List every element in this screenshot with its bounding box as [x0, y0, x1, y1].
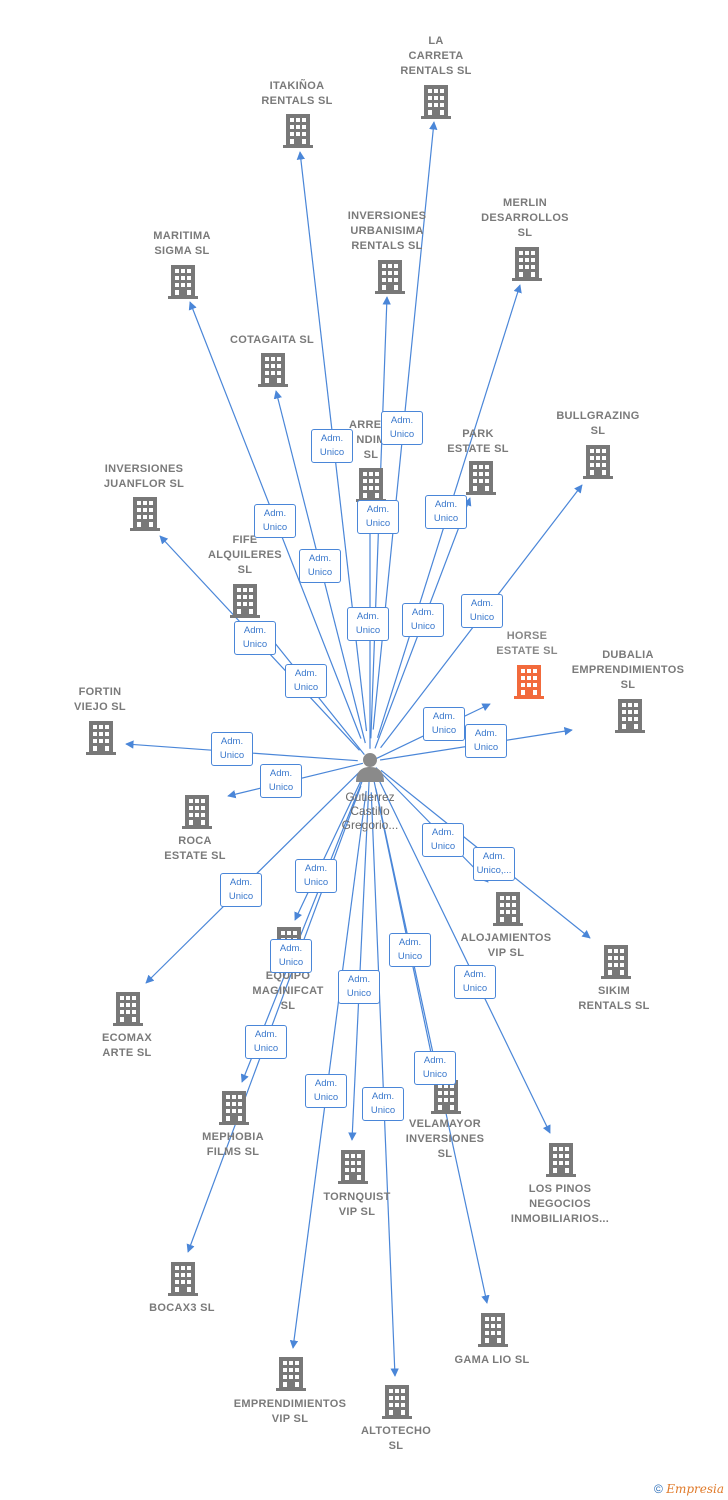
node-label-alojamientos-vip[interactable]: ALOJAMIENTOS VIP SL — [460, 932, 552, 959]
node-label-equipo-maginifcat[interactable]: EQUIPO MAGINIFCAT SL — [252, 970, 324, 1012]
node-label-horse-estate[interactable]: HORSE ESTATE SL — [496, 630, 558, 657]
building-icon[interactable] — [466, 461, 496, 495]
building-icon[interactable] — [478, 1313, 508, 1347]
edge-gama-lio — [375, 788, 490, 1304]
node-label-merlin-desarrollos[interactable]: MERLIN DESARROLLOS SL — [481, 197, 569, 239]
center-person-name[interactable]: Gutierrez Castillo Gregorio... — [341, 790, 399, 832]
building-icon[interactable] — [514, 665, 544, 699]
edge-equipo-maginifcat — [294, 769, 367, 921]
edge-label-fortin-viejo[interactable]: Adm. Unico — [211, 732, 253, 766]
node-label-ecomax-arte[interactable]: ECOMAX ARTE SL — [101, 1032, 153, 1059]
edge-label-inversiones-juanflor[interactable]: Adm. Unico — [234, 621, 276, 655]
edge-altotecho — [370, 792, 399, 1377]
edge-label-inversiones-urbanisima-rentals[interactable]: Adm. Unico — [357, 500, 399, 534]
node-label-park-estate[interactable]: PARK ESTATE SL — [447, 428, 509, 455]
node-label-la-carreta-rentals[interactable]: LA CARRETA RENTALS SL — [400, 35, 472, 77]
edge-label-gama-lio[interactable]: Adm. Unico — [414, 1051, 456, 1085]
building-icon[interactable] — [615, 699, 645, 733]
footer-brand: © Empresia — [654, 1482, 724, 1496]
node-label-mephobia-films[interactable]: MEPHOBIA FILMS SL — [202, 1131, 264, 1158]
edge-label-itakinoa-rentals[interactable]: Adm. Unico — [311, 429, 353, 463]
edge-tornquist-vip — [348, 780, 370, 1141]
building-icon[interactable] — [583, 445, 613, 479]
building-icon[interactable] — [421, 85, 451, 119]
building-icon[interactable] — [113, 992, 143, 1026]
node-label-velamayor-inversiones[interactable]: VELAMAYOR INVERSIONES SL — [405, 1118, 485, 1160]
edge-label-equipo-maginifcat[interactable]: Adm. Unico — [295, 859, 337, 893]
building-icon[interactable] — [168, 265, 198, 299]
building-icon[interactable] — [338, 1150, 368, 1184]
node-label-inversiones-juanflor[interactable]: INVERSIONES JUANFLOR SL — [103, 463, 185, 490]
edge-label-los-pinos-negocios[interactable]: Adm. Unico — [454, 965, 496, 999]
node-label-bullgrazing[interactable]: BULLGRAZING SL — [556, 410, 640, 437]
node-label-bocax3[interactable]: BOCAX3 SL — [149, 1302, 215, 1314]
edge-label-merlin-desarrollos[interactable]: Adm. Unico — [425, 495, 467, 529]
edge-label-velamayor-inversiones[interactable]: Adm. Unico — [389, 933, 431, 967]
building-icon[interactable] — [86, 721, 116, 755]
edge-label-ecomax-arte[interactable]: Adm. Unico — [220, 873, 262, 907]
building-icon[interactable] — [382, 1385, 412, 1419]
node-label-roca-estate[interactable]: ROCA ESTATE SL — [164, 835, 226, 862]
edge-label-dubalia-emprendimientos[interactable]: Adm. Unico — [465, 724, 507, 758]
edge-label-sikim-rentals[interactable]: Adm. Unico,... — [473, 847, 515, 881]
brand-logo: Empresia — [666, 1482, 724, 1496]
edge-label-la-carreta-rentals[interactable]: Adm. Unico — [381, 411, 423, 445]
building-icon[interactable] — [493, 892, 523, 926]
edge-label-arrecife-rendimientos[interactable]: Adm. Unico — [347, 607, 389, 641]
edge-los-pinos-negocios — [378, 779, 551, 1134]
edge-label-cotagaita[interactable]: Adm. Unico — [299, 549, 341, 583]
edge-label-bullgrazing[interactable]: Adm. Unico — [461, 594, 503, 628]
edge-label-altotecho[interactable]: Adm. Unico — [362, 1087, 404, 1121]
edge-label-tornquist-vip[interactable]: Adm. Unico — [338, 970, 380, 1004]
edge-label-emprendimientos-vip[interactable]: Adm. Unico — [305, 1074, 347, 1108]
building-icon[interactable] — [601, 945, 631, 979]
building-icon[interactable] — [276, 1357, 306, 1391]
node-label-los-pinos-negocios[interactable]: LOS PINOS NEGOCIOS INMOBILIARIOS... — [510, 1183, 610, 1225]
edge-label-mephobia-films[interactable]: Adm. Unico — [270, 939, 312, 973]
edge-label-bocax3[interactable]: Adm. Unico — [245, 1025, 287, 1059]
building-icon[interactable] — [219, 1091, 249, 1125]
node-label-inversiones-urbanisima-rentals[interactable]: INVERSIONES URBANISIMA RENTALS SL — [347, 210, 427, 252]
node-label-dubalia-emprendimientos[interactable]: DUBALIA EMPRENDIMIENTOS SL — [571, 649, 685, 691]
building-icon[interactable] — [512, 247, 542, 281]
edge-label-maritima-sigma[interactable]: Adm. Unico — [254, 504, 296, 538]
node-label-tornquist-vip[interactable]: TORNQUIST VIP SL — [323, 1191, 391, 1218]
building-icon[interactable] — [230, 584, 260, 618]
person-icon — [356, 753, 384, 782]
edge-label-horse-estate[interactable]: Adm. Unico — [423, 707, 465, 741]
edge-label-alojamientos-vip[interactable]: Adm. Unico — [422, 823, 464, 857]
edge-label-park-estate[interactable]: Adm. Unico — [402, 603, 444, 637]
edge-emprendimientos-vip — [289, 790, 367, 1349]
building-icon[interactable] — [182, 795, 212, 829]
building-icon[interactable] — [546, 1143, 576, 1177]
building-icon[interactable] — [283, 114, 313, 148]
copyright-symbol: © — [654, 1482, 663, 1496]
building-icon[interactable] — [431, 1080, 461, 1114]
node-label-maritima-sigma[interactable]: MARITIMA SIGMA SL — [153, 230, 211, 257]
node-label-itakinoa-rentals[interactable]: ITAKIÑOA RENTALS SL — [261, 80, 333, 107]
node-label-emprendimientos-vip[interactable]: EMPRENDIMIENTOS VIP SL — [233, 1398, 347, 1425]
building-icon[interactable] — [168, 1262, 198, 1296]
node-label-gama-lio[interactable]: GAMA LIO SL — [454, 1354, 530, 1366]
building-icon[interactable] — [356, 468, 386, 502]
node-label-fortin-viejo[interactable]: FORTIN VIEJO SL — [74, 686, 126, 713]
building-icon[interactable] — [375, 260, 405, 294]
building-icon[interactable] — [130, 497, 160, 531]
building-icon[interactable] — [258, 353, 288, 387]
edge-label-roca-estate[interactable]: Adm. Unico — [260, 764, 302, 798]
node-label-altotecho[interactable]: ALTOTECHO SL — [360, 1425, 432, 1452]
node-label-fife-alquileres[interactable]: FIFE ALQUILERES SL — [208, 534, 282, 576]
node-label-cotagaita[interactable]: COTAGAITA SL — [229, 334, 315, 346]
edge-label-fife-alquileres[interactable]: Adm. Unico — [285, 664, 327, 698]
node-label-sikim-rentals[interactable]: SIKIM RENTALS SL — [578, 985, 650, 1012]
